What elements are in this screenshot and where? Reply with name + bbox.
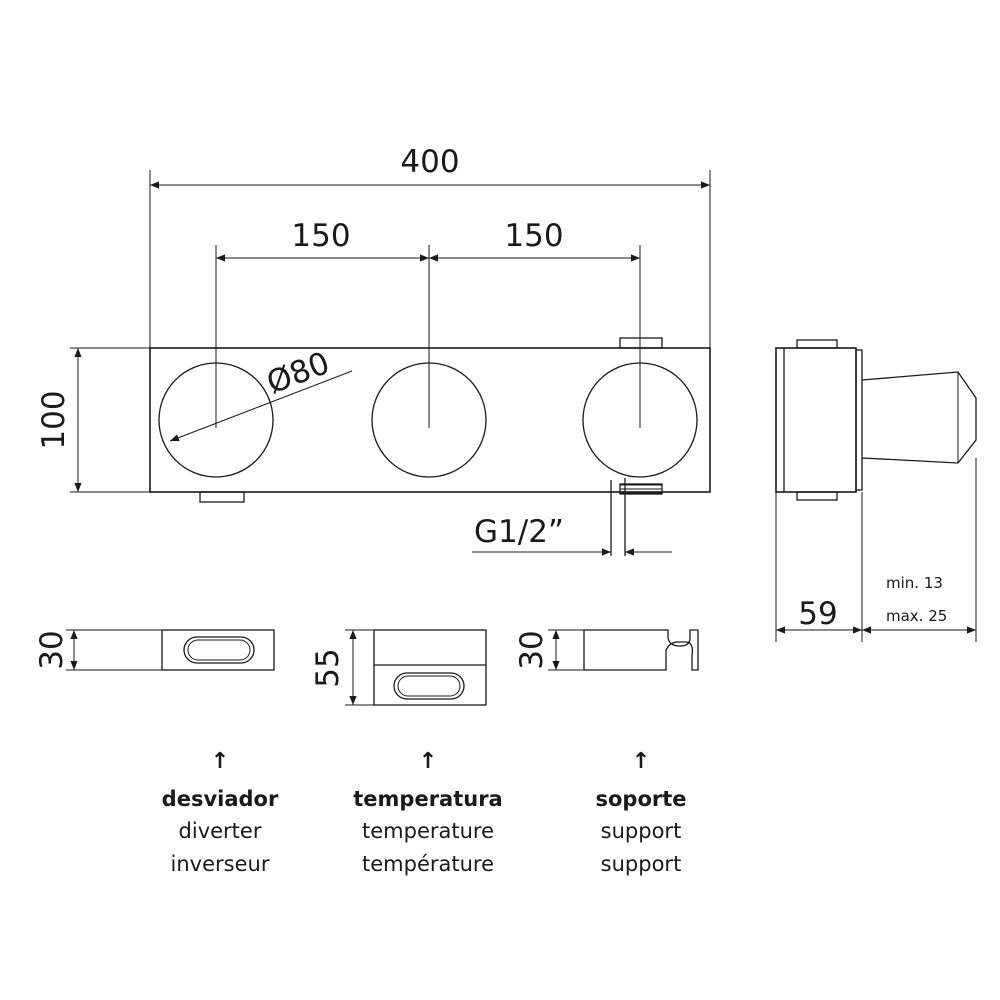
support-arrow-icon: ↑ bbox=[632, 749, 650, 774]
diverter-slot bbox=[183, 636, 255, 664]
support-height-label: 30 bbox=[514, 630, 550, 669]
adjust-max-label: max. 25 bbox=[886, 607, 947, 625]
dim-knob-spacing: 150 150 bbox=[216, 218, 640, 262]
overall-width-label: 400 bbox=[400, 144, 459, 180]
temperature-height-label: 55 bbox=[310, 648, 346, 687]
side-depth-label: 59 bbox=[798, 596, 837, 632]
front-body bbox=[149, 347, 711, 493]
diverter-label-es: desviador bbox=[162, 787, 279, 811]
thread-label: G1/2” bbox=[474, 514, 564, 550]
support-label-es: soporte bbox=[595, 787, 686, 811]
bottom-connector-left bbox=[199, 491, 245, 503]
support-profile bbox=[583, 629, 699, 671]
top-connector bbox=[619, 337, 663, 349]
side-flange bbox=[855, 349, 863, 491]
side-knob-profile bbox=[861, 371, 977, 464]
diverter-label-en: diverter bbox=[179, 819, 262, 843]
side-top-connector bbox=[796, 339, 838, 349]
detail-temperature: 55 bbox=[310, 629, 487, 706]
detail-diverter: 30 bbox=[34, 629, 275, 671]
temperature-slot bbox=[393, 672, 465, 700]
diverter-arrow-icon: ↑ bbox=[211, 749, 229, 774]
temperature-label-en: temperature bbox=[362, 819, 494, 843]
dim-thread: G1/2” bbox=[472, 514, 672, 556]
temperature-label-es: temperatura bbox=[353, 787, 502, 811]
diverter-height-label: 30 bbox=[34, 630, 70, 669]
height-label: 100 bbox=[36, 390, 72, 449]
dim-overall-width: 400 bbox=[149, 144, 711, 348]
spacing-right-label: 150 bbox=[504, 218, 563, 254]
dim-height: 100 bbox=[36, 347, 150, 493]
support-label-fr: support bbox=[601, 852, 682, 876]
temperature-label-fr: température bbox=[362, 852, 494, 876]
diverter-label-fr: inverseur bbox=[171, 852, 270, 876]
support-label-en: support bbox=[601, 819, 682, 843]
label-support: ↑ soporte support support bbox=[595, 749, 686, 876]
detail-support: 30 bbox=[514, 629, 699, 671]
temperature-handle bbox=[373, 629, 487, 706]
adjust-min-label: min. 13 bbox=[886, 574, 943, 592]
side-bottom-connector bbox=[796, 491, 838, 501]
side-body bbox=[775, 347, 857, 493]
spacing-left-label: 150 bbox=[291, 218, 350, 254]
diverter-handle bbox=[161, 629, 275, 671]
label-temperature: ↑ temperatura temperature température bbox=[353, 749, 502, 876]
label-diverter: ↑ desviador diverter inverseur bbox=[162, 749, 279, 876]
temperature-arrow-icon: ↑ bbox=[419, 749, 437, 774]
front-view: Ø80 bbox=[149, 245, 711, 556]
side-view: 59 min. 13 max. 25 bbox=[775, 339, 977, 642]
